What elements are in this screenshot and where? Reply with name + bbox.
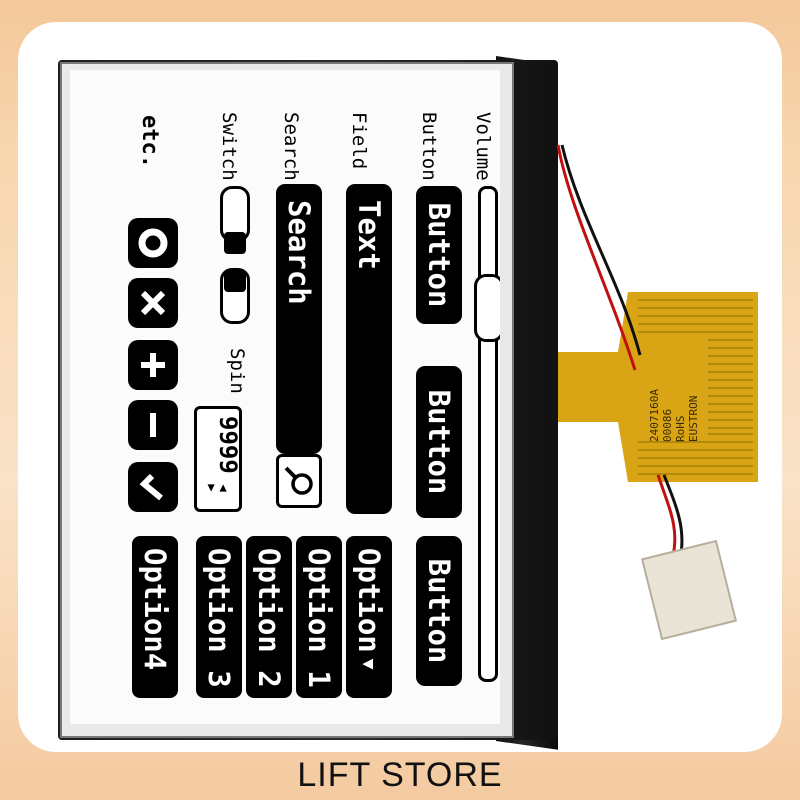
field-label: Field bbox=[348, 112, 370, 170]
check-button[interactable] bbox=[128, 462, 178, 512]
etc-label: etc. bbox=[137, 115, 162, 168]
search-input[interactable]: Search bbox=[276, 184, 322, 454]
volume-label: Volume bbox=[472, 112, 494, 181]
spin-label: Spin bbox=[226, 348, 248, 394]
button-2[interactable]: Button bbox=[416, 366, 462, 518]
switch-label: Switch bbox=[218, 112, 240, 181]
cable-print-1: 2407160A bbox=[648, 389, 661, 442]
minus-button[interactable] bbox=[128, 400, 178, 450]
watermark-text: LIFT STORE bbox=[297, 756, 503, 794]
close-icon bbox=[140, 290, 166, 316]
option-4[interactable]: Option4 bbox=[132, 536, 178, 698]
flex-cable: 2407160A 00086 RoHS EUSTRON bbox=[558, 292, 758, 482]
dropdown-value: Option bbox=[352, 548, 386, 653]
text-field[interactable]: Text bbox=[346, 184, 392, 514]
radio-icon bbox=[138, 228, 168, 258]
radio-button[interactable] bbox=[128, 218, 178, 268]
arrow-right-icon[interactable]: ▶ bbox=[205, 484, 219, 492]
search-icon bbox=[284, 466, 313, 495]
search-label: Search bbox=[280, 112, 302, 181]
cable-print-3: RoHS bbox=[674, 416, 687, 443]
option-2[interactable]: Option 2 bbox=[246, 536, 292, 698]
volume-slider[interactable] bbox=[478, 186, 498, 682]
cable-print-4: EUSTRON bbox=[687, 396, 700, 442]
plus-button[interactable] bbox=[128, 340, 178, 390]
switch-1-knob bbox=[224, 232, 246, 254]
volume-slider-thumb[interactable] bbox=[474, 274, 500, 342]
arrow-left-icon[interactable]: ◀ bbox=[217, 484, 231, 492]
option-3[interactable]: Option 3 bbox=[196, 536, 242, 698]
chevron-down-icon: ▼ bbox=[358, 658, 380, 670]
close-button[interactable] bbox=[128, 278, 178, 328]
cable-print-2: 00086 bbox=[661, 409, 674, 442]
spin-value: 9999 bbox=[214, 416, 242, 474]
button-1[interactable]: Button bbox=[416, 186, 462, 324]
switch-2-knob bbox=[224, 270, 246, 292]
option-dropdown[interactable]: Option ▼ bbox=[346, 536, 392, 698]
wires bbox=[556, 144, 684, 561]
spin-arrows: ◀ ▶ bbox=[205, 478, 231, 498]
check-icon bbox=[139, 473, 163, 501]
display-content: Volume Button Field Search Switch etc. B… bbox=[70, 70, 500, 724]
search-button[interactable] bbox=[276, 454, 322, 508]
plus-icon bbox=[141, 353, 165, 377]
button-label: Button bbox=[418, 112, 440, 181]
minus-icon bbox=[150, 413, 156, 437]
option-1[interactable]: Option 1 bbox=[296, 536, 342, 698]
lcd-screen: Volume Button Field Search Switch etc. B… bbox=[70, 70, 500, 724]
button-3[interactable]: Button bbox=[416, 536, 462, 686]
